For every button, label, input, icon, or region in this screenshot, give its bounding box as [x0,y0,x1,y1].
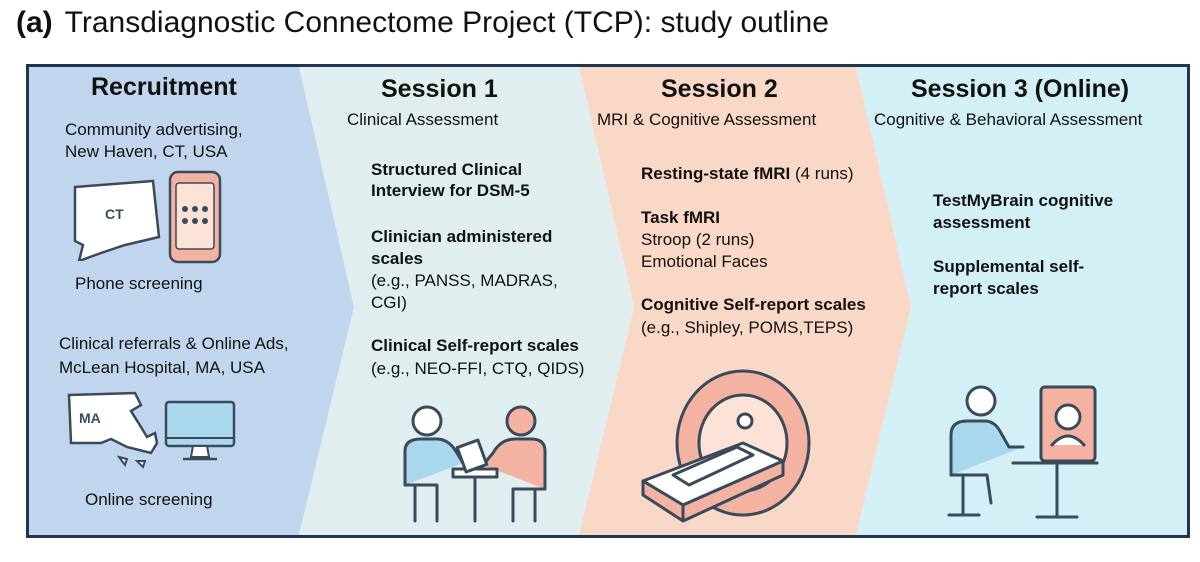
title-text: Transdiagnostic Connectome Project (TCP)… [64,6,829,39]
session3-subheading: Cognitive & Behavioral Assessment [874,110,1143,129]
site1-line2: New Haven, CT, USA [65,142,228,161]
recruitment-heading: Recruitment [91,73,237,101]
s2-item3-line2: (e.g., Shipley, POMS,TEPS) [641,318,854,337]
s1-item3-line1: Clinical Self-report scales [371,336,579,355]
ct-label: CT [105,206,124,222]
massachusetts-map-icon: MA [67,391,159,469]
online-screening-label: Online screening [85,490,213,509]
site1-line1: Community advertising, [65,120,243,139]
connecticut-map-icon: CT [73,179,161,261]
session2-panel [579,67,911,535]
session1-panel [299,67,634,535]
s2-item2-line1: Task fMRI [641,208,721,227]
s1-item1-line2: Interview for DSM-5 [371,181,530,200]
s3-item2-line1: Supplemental self- [933,257,1085,276]
s2-item2-line3: Emotional Faces [641,252,768,271]
s1-item2-line1: Clinician administered [371,227,553,246]
session3-panel [856,67,1187,535]
s2-item2-line2: Stroop (2 runs) [641,230,755,249]
s1-item2-line2: scales [371,249,423,268]
ma-label: MA [79,410,101,426]
phone-screening-label: Phone screening [75,274,203,293]
session1-subheading: Clinical Assessment [347,110,499,129]
session3-heading: Session 3 (Online) [911,75,1130,103]
s2-item1-bold: Resting-state fMRI [641,164,791,183]
s3-item1-line1: TestMyBrain cognitive [933,191,1114,210]
s3-item1-line2: assessment [933,213,1031,232]
s3-item2-line2: report scales [933,279,1039,298]
s2-item3-line1: Cognitive Self-report scales [641,295,866,314]
s2-item1-rest: (4 runs) [790,164,854,183]
s1-item1-line1: Structured Clinical [371,160,523,179]
figure-title: (a) Transdiagnostic Connectome Project (T… [16,6,829,40]
site2-line2: McLean Hospital, MA, USA [59,358,265,377]
session2-heading: Session 2 [661,75,778,103]
s1-item2-line3: (e.g., PANSS, MADRAS, [371,271,558,290]
s2-item1: Resting-state fMRI (4 runs) [641,163,854,184]
session1-heading: Session 1 [381,75,498,103]
smartphone-icon [168,170,222,264]
online-testing-person-icon [947,385,1099,519]
session2-subheading: MRI & Cognitive Assessment [597,110,817,129]
clinician-interview-icon [403,405,547,523]
s1-item2-line4: CGI) [371,293,407,312]
panel-label: (a) [16,6,53,39]
mri-scanner-icon [641,369,811,523]
site2-line1: Clinical referrals & Online Ads, [59,334,289,353]
s1-item3-line2: (e.g., NEO-FFI, CTQ, QIDS) [371,359,585,378]
study-outline-frame: Recruitment Community advertising, New H… [26,64,1190,538]
desktop-monitor-icon [164,400,236,461]
